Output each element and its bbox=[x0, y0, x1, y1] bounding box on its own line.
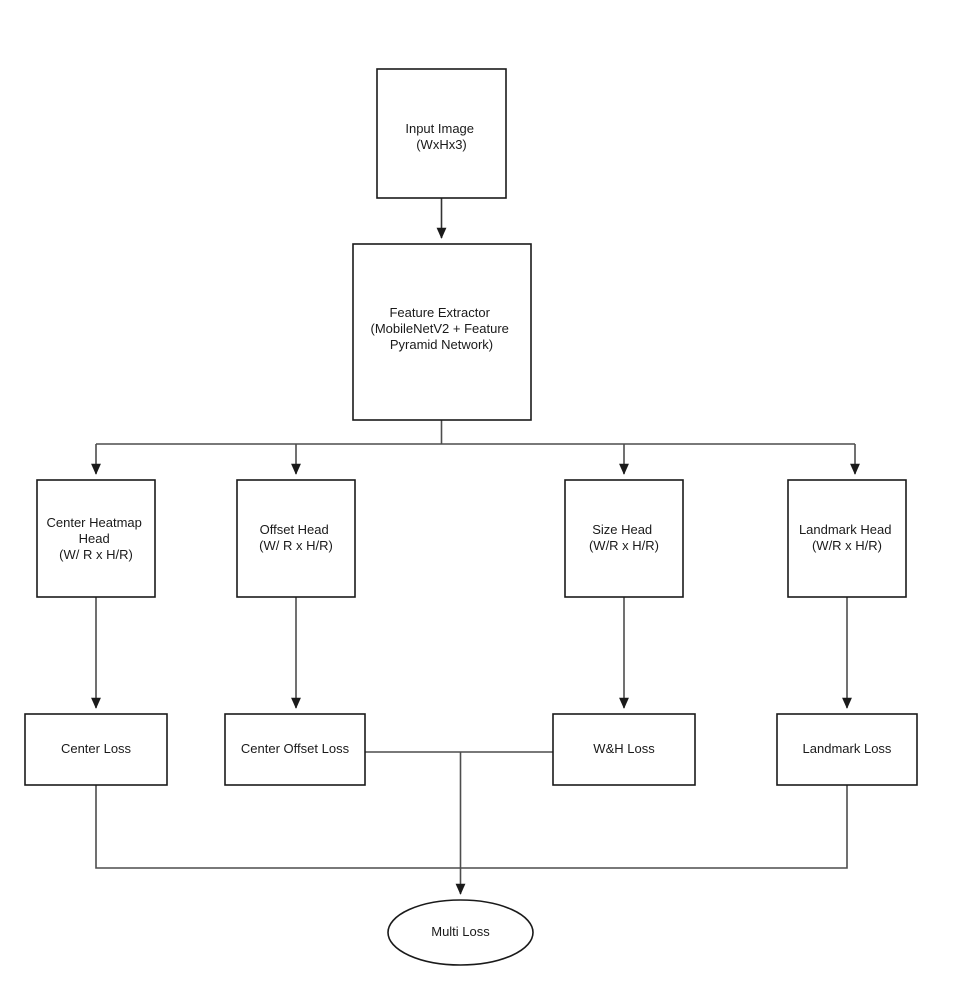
landmark-loss-label: Landmark Loss bbox=[803, 741, 892, 756]
center-offset-loss-box bbox=[224, 713, 366, 786]
node-input-image[interactable]: Input Image (WxHx3) bbox=[376, 68, 507, 199]
wh-loss-label: W&H Loss bbox=[593, 741, 655, 756]
input-image-label: Input Image (WxHx3) bbox=[405, 121, 477, 152]
center-heatmap-head-label: Center Heatmap Head (W/ R x H/R) bbox=[46, 515, 145, 562]
node-offset-head[interactable]: Offset Head (W/ R x H/R) bbox=[236, 479, 356, 598]
center-loss-box bbox=[24, 713, 168, 786]
node-landmark-loss[interactable]: Landmark Loss bbox=[776, 713, 918, 786]
multi-loss-ellipse bbox=[387, 899, 534, 966]
landmark-head-box bbox=[787, 479, 907, 598]
node-feature-extractor[interactable]: Feature Extractor (MobileNetV2 + Feature… bbox=[352, 243, 532, 421]
node-center-offset-loss[interactable]: Center Offset Loss bbox=[224, 713, 366, 786]
node-multi-loss[interactable]: Multi Loss bbox=[387, 899, 534, 966]
node-center-heatmap-head[interactable]: Center Heatmap Head (W/ R x H/R) bbox=[36, 479, 156, 598]
feature-extractor-box bbox=[352, 243, 532, 421]
multi-loss-label: Multi Loss bbox=[431, 924, 490, 939]
edge-landmark-loss-to-trunk bbox=[460, 785, 848, 869]
offset-head-label: Offset Head (W/ R x H/R) bbox=[259, 522, 333, 553]
wh-loss-box bbox=[552, 713, 696, 786]
node-center-loss[interactable]: Center Loss bbox=[24, 713, 168, 786]
node-size-head[interactable]: Size Head (W/R x H/R) bbox=[564, 479, 684, 598]
size-head-box bbox=[564, 479, 684, 598]
center-loss-label: Center Loss bbox=[61, 741, 132, 756]
input-image-box bbox=[376, 68, 507, 199]
node-landmark-head[interactable]: Landmark Head (W/R x H/R) bbox=[787, 479, 907, 598]
node-wh-loss[interactable]: W&H Loss bbox=[552, 713, 696, 786]
feature-extractor-label: Feature Extractor (MobileNetV2 + Feature… bbox=[371, 305, 513, 352]
landmark-head-label: Landmark Head (W/R x H/R) bbox=[799, 522, 895, 553]
center-offset-loss-label: Center Offset Loss bbox=[241, 741, 350, 756]
offset-head-box bbox=[236, 479, 356, 598]
landmark-loss-box bbox=[776, 713, 918, 786]
size-head-label: Size Head (W/R x H/R) bbox=[589, 522, 659, 553]
edge-center-loss-to-trunk bbox=[95, 785, 461, 869]
center-heatmap-head-box bbox=[36, 479, 156, 598]
